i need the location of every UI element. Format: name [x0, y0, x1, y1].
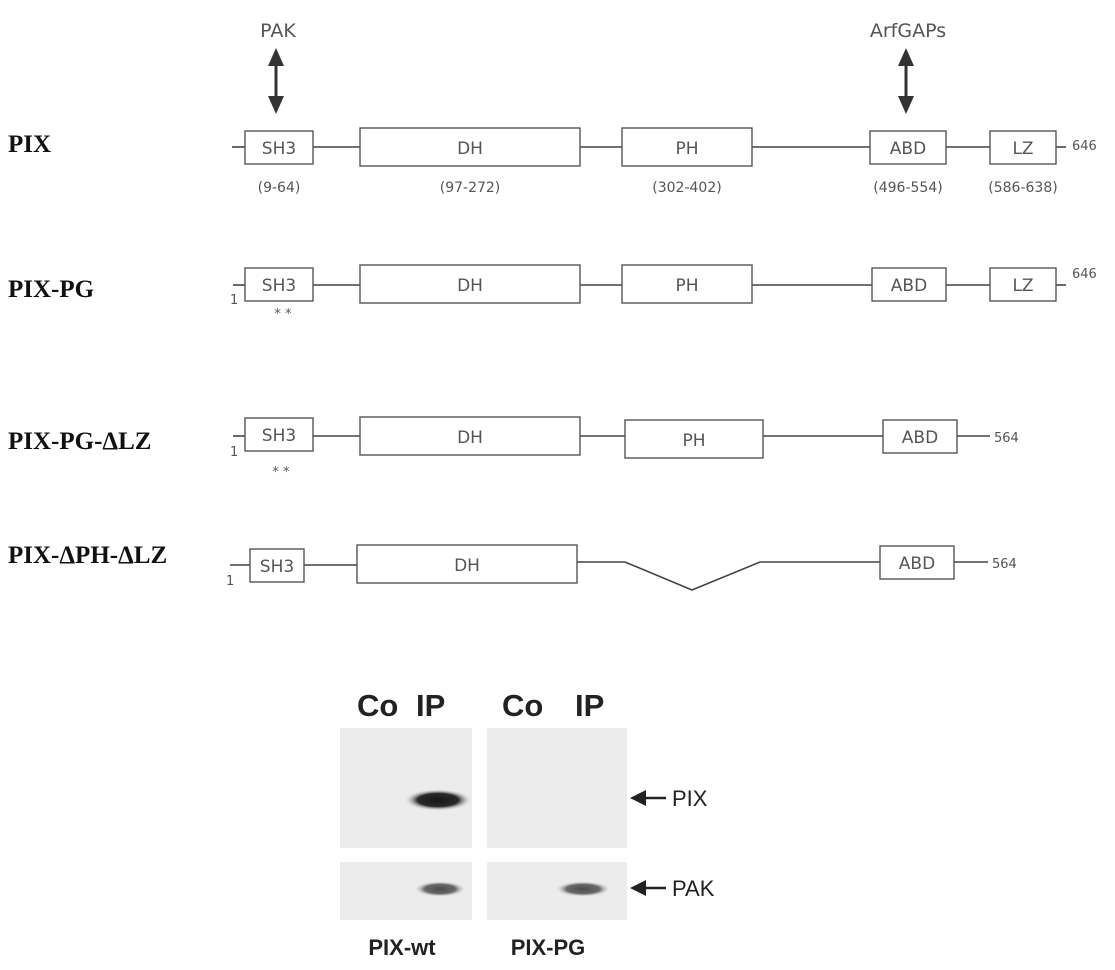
svg-text:PH: PH [682, 431, 705, 451]
mutation-marker: * * [274, 307, 292, 322]
domain-abd: ABD [880, 546, 954, 579]
double-arrow-icon-arfgaps [898, 48, 914, 114]
svg-text:SH3: SH3 [262, 276, 296, 296]
lane-label-ip-2: IP [575, 688, 604, 723]
lane-label-co-1: Co [357, 688, 398, 723]
svg-text:PH: PH [675, 139, 698, 159]
svg-text:SH3: SH3 [262, 139, 296, 159]
domain-ph: PH [625, 420, 763, 458]
svg-text:ABD: ABD [899, 554, 935, 574]
svg-text:ABD: ABD [902, 428, 938, 448]
construct-name: PIX-PG [8, 276, 94, 303]
domain-abd: ABD [870, 131, 946, 164]
double-arrow-icon-pak [268, 48, 284, 114]
partner-label-arfgaps: ArfGAPs [870, 20, 946, 42]
end-residue-label: 564 [994, 431, 1019, 446]
blot-caption-pix-wt: PIX-wt [368, 935, 436, 960]
svg-text:SH3: SH3 [260, 557, 294, 577]
range-label-abd: (496-554) [873, 180, 942, 196]
construct-row-pix-pg: PIX-PG 1 SH3 DH PH ABD LZ 646 * * [8, 265, 1097, 322]
construct-row-pix: PIX SH3 DH PH ABD LZ 646 (9-64) (97-272)… [8, 128, 1097, 196]
domain-sh3: SH3 [245, 268, 313, 301]
band-pix-wt-ip [404, 789, 472, 811]
domain-sh3: SH3 [245, 418, 313, 451]
domain-lz: LZ [990, 268, 1056, 301]
domain-ph: PH [622, 265, 752, 303]
band-pak-pg-ip [555, 881, 611, 897]
range-label-lz: (586-638) [988, 180, 1057, 196]
svg-text:LZ: LZ [1012, 139, 1033, 159]
domain-dh: DH [357, 545, 577, 583]
domain-abd: ABD [883, 420, 957, 453]
partner-label-pak: PAK [260, 20, 296, 42]
domain-sh3: SH3 [250, 549, 304, 582]
range-label-dh: (97-272) [440, 180, 501, 196]
start-residue-label: 1 [230, 293, 238, 308]
end-residue-label: 646 [1072, 267, 1097, 282]
domain-lz: LZ [990, 131, 1056, 164]
svg-text:DH: DH [454, 556, 480, 576]
svg-text:DH: DH [457, 428, 483, 448]
domain-dh: DH [360, 417, 580, 455]
svg-text:LZ: LZ [1012, 276, 1033, 296]
blot-panel-pg-pix [487, 728, 627, 848]
blot-caption-pix-pg: PIX-PG [511, 935, 586, 960]
start-residue-label: 1 [226, 574, 234, 589]
svg-text:DH: DH [457, 276, 483, 296]
svg-text:ABD: ABD [891, 276, 927, 296]
svg-text:DH: DH [457, 139, 483, 159]
arrow-icon-pak [630, 880, 666, 896]
range-label-ph: (302-402) [652, 180, 721, 196]
band-pak-wt-ip [414, 881, 466, 897]
domain-dh: DH [360, 265, 580, 303]
end-residue-label: 646 [1072, 139, 1097, 154]
domain-dh: DH [360, 128, 580, 166]
band-label-pak: PAK [672, 876, 715, 901]
band-label-pix: PIX [672, 786, 708, 811]
construct-name: PIX [8, 131, 51, 158]
svg-text:SH3: SH3 [262, 426, 296, 446]
arrow-icon-pix [630, 790, 666, 806]
construct-row-pix-dph-dlz: PIX-ΔPH-ΔLZ 1 SH3 DH ABD 564 [8, 542, 1017, 590]
domain-abd: ABD [872, 268, 946, 301]
domain-ph: PH [622, 128, 752, 166]
range-label-sh3: (9-64) [258, 180, 301, 196]
construct-name: PIX-ΔPH-ΔLZ [8, 542, 167, 569]
domain-sh3: SH3 [245, 131, 313, 164]
lane-label-ip-1: IP [416, 688, 445, 723]
mutation-marker: * * [272, 465, 290, 480]
construct-row-pix-pg-dlz: PIX-PG-ΔLZ 1 SH3 DH PH ABD 564 * * [8, 417, 1019, 480]
svg-text:ABD: ABD [890, 139, 926, 159]
construct-name: PIX-PG-ΔLZ [8, 428, 151, 455]
svg-text:PH: PH [675, 276, 698, 296]
western-blot: Co IP Co IP PIX PAK PIX-wt PIX-PG [340, 688, 715, 960]
start-residue-label: 1 [230, 445, 238, 460]
lane-label-co-2: Co [502, 688, 543, 723]
end-residue-label: 564 [992, 557, 1017, 572]
blot-panel-wt-pix [340, 728, 472, 848]
